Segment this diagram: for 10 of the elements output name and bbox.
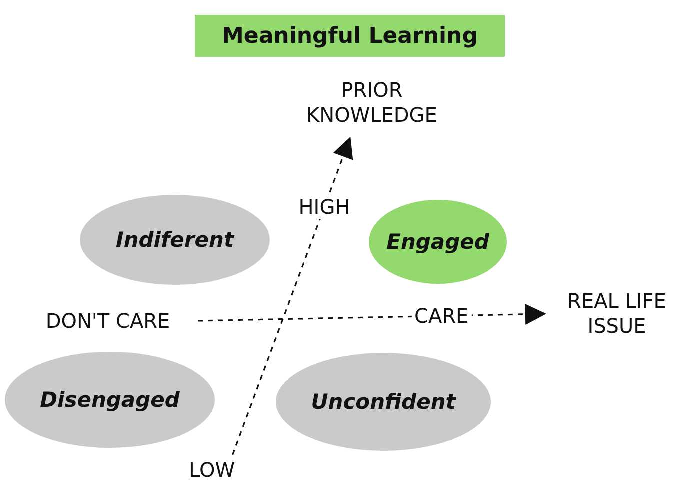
category-label: Disengaged xyxy=(40,388,180,412)
category-label: Engaged xyxy=(386,230,490,254)
axis-label: REAL LIFE ISSUE xyxy=(566,289,668,339)
title-banner: Meaningful Learning xyxy=(195,15,505,57)
axis-label: LOW xyxy=(189,458,235,482)
category-label: Indiferent xyxy=(116,228,234,252)
dashed-arrow xyxy=(232,136,354,456)
axis-label: PRIOR KNOWLEDGE xyxy=(306,78,438,128)
category-label: Unconfident xyxy=(311,390,456,414)
axis-label: DON'T CARE xyxy=(46,308,170,334)
